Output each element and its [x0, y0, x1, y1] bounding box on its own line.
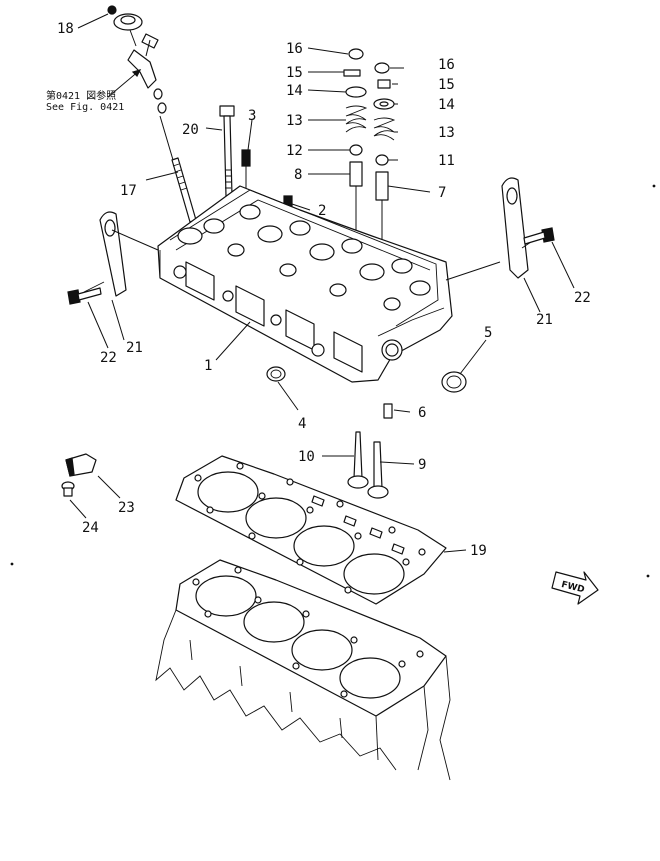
part-14-retainer-left — [345, 86, 367, 98]
part-5-ring — [441, 371, 467, 393]
leader-lines — [69, 13, 575, 553]
callout-15-left: 15 — [286, 65, 303, 81]
callout-8: 8 — [294, 167, 302, 183]
part-1-cylinder-head — [157, 185, 453, 383]
callout-23: 23 — [118, 500, 135, 516]
part-6-dowel — [383, 403, 393, 419]
part-22-bolt-left — [67, 287, 102, 305]
callout-1: 1 — [204, 358, 212, 374]
callout-20: 20 — [182, 122, 199, 138]
reference-note-line2: See Fig. 0421 — [46, 102, 124, 113]
callout-15-right: 15 — [438, 77, 455, 93]
callout-13-left: 13 — [286, 113, 303, 129]
callout-18: 18 — [57, 21, 74, 37]
part-15-cotter-right — [377, 79, 391, 89]
callout-9: 9 — [418, 457, 426, 473]
part-9-valve-exhaust — [367, 441, 389, 499]
part-20-bolt — [219, 105, 235, 197]
callout-numbers: 18 16 15 14 13 12 8 16 15 14 13 11 7 20 … — [57, 21, 591, 559]
callout-22-left: 22 — [100, 350, 117, 366]
part-13-spring-right — [373, 117, 396, 141]
part-12-seal — [349, 144, 363, 156]
part-21-lifting-bracket-left — [83, 211, 127, 297]
callout-11: 11 — [438, 153, 455, 169]
part-11-seal — [375, 154, 389, 166]
part-13-spring-left — [345, 105, 368, 133]
forward-direction-arrow: FWD — [551, 571, 599, 605]
callout-14-left: 14 — [286, 83, 303, 99]
part-18-cap — [107, 5, 143, 47]
callout-19: 19 — [470, 543, 487, 559]
callout-16-right: 16 — [438, 57, 455, 73]
breather-fitting — [127, 33, 177, 171]
part-4-ring — [266, 366, 286, 382]
cylinder-block-reference — [155, 559, 451, 781]
scan-dots — [10, 184, 656, 578]
part-8-guide — [349, 161, 363, 187]
callout-3: 3 — [248, 108, 256, 124]
part-16-cap-left — [348, 48, 364, 60]
callout-24: 24 — [82, 520, 99, 536]
part-23-bracket — [65, 453, 97, 477]
callout-2: 2 — [318, 203, 326, 219]
callout-5: 5 — [484, 325, 492, 341]
callout-4: 4 — [298, 416, 306, 432]
callout-16-left: 16 — [286, 41, 303, 57]
part-10-valve-intake — [347, 431, 369, 489]
callout-21-right: 21 — [536, 312, 553, 328]
part-17-stud — [171, 157, 197, 223]
part-24-bolt — [61, 481, 75, 497]
part-16-cap-right — [374, 62, 390, 74]
part-21-lifting-bracket-right — [501, 177, 541, 279]
part-22-bolt-right — [523, 227, 555, 245]
callout-12: 12 — [286, 143, 303, 159]
part-15-cotter-left — [343, 69, 361, 77]
callout-10: 10 — [298, 449, 315, 465]
callout-6: 6 — [418, 405, 426, 421]
part-7-guide — [375, 171, 389, 201]
callout-17: 17 — [120, 183, 137, 199]
see-figure-note: 第0421 図参照 See Fig. 0421 — [46, 69, 142, 113]
callout-22-right: 22 — [574, 290, 591, 306]
part-19-head-gasket — [175, 455, 447, 605]
callout-7: 7 — [438, 185, 446, 201]
callout-14-right: 14 — [438, 97, 455, 113]
callout-21-left: 21 — [126, 340, 143, 356]
reference-note-line1: 第0421 図参照 — [46, 89, 116, 102]
callout-13-right: 13 — [438, 125, 455, 141]
